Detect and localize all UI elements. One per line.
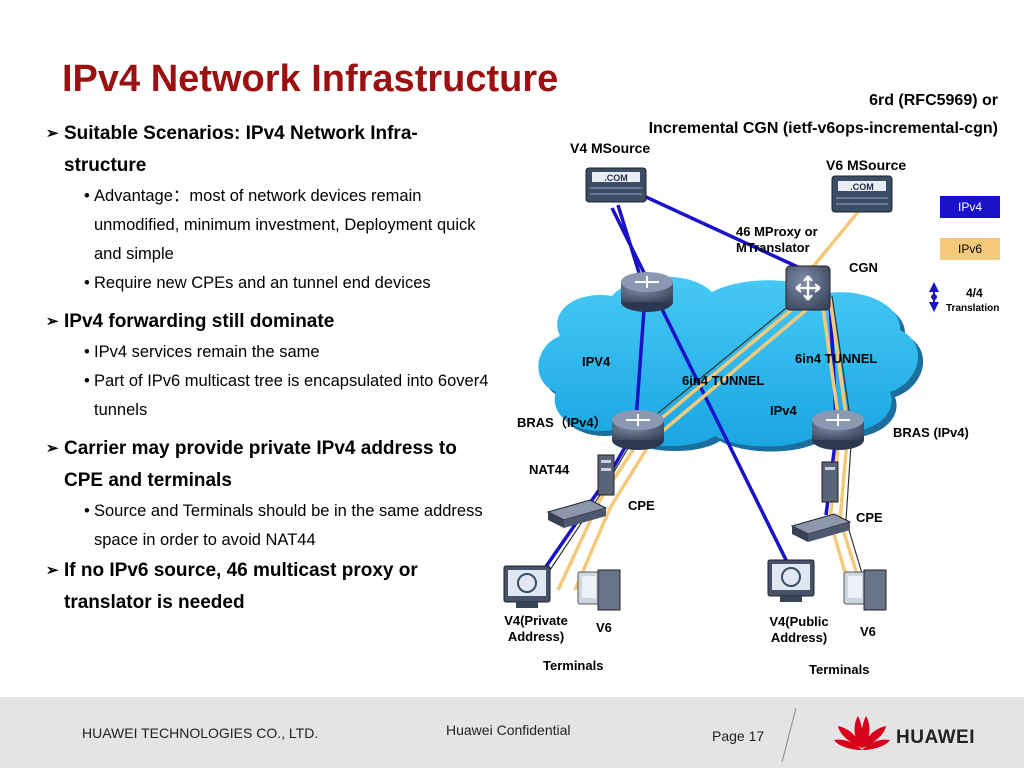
cpe-right-label: CPE [856, 510, 883, 525]
bras-router-left [612, 410, 664, 450]
ipv4-links [543, 190, 838, 569]
tunnel-lines [549, 295, 865, 581]
footer-divider [781, 707, 797, 763]
bullet-4-text: If no IPv6 source, 46 multicast proxy or… [64, 560, 418, 613]
proxy-label-line-1: 46 MProxy or [736, 224, 818, 239]
v4-public-label: V4(Public Address) [762, 614, 836, 646]
v4-msource-server: .COM [585, 167, 647, 203]
terminal-v6-left-pc [577, 569, 621, 611]
bras-left-label: BRAS（IPv4） [517, 415, 607, 430]
v4-com-label: .COM [604, 173, 628, 183]
bullet-1: ➢ Suitable Scenarios: IPv4 Network Infra-… [46, 118, 496, 182]
v4-msource-label: V4 MSource [570, 140, 651, 156]
cpe-left-label: CPE [628, 498, 655, 513]
nat44-device [597, 454, 615, 496]
ipv4-cloud-label: IPV4 [582, 354, 611, 369]
scenario-note: 6rd (RFC5969) or Incremental CGN (ietf-v… [649, 87, 998, 143]
tunnel-outline-right [831, 295, 865, 581]
terminal-v4-private [503, 565, 551, 608]
network-diagram: .COM .COM [503, 167, 939, 611]
ipv4-center-label: IPv4 [770, 403, 797, 418]
sub-bullet-1-1-text: Advantage：most of network devices remain… [94, 187, 476, 263]
cgn-router [785, 265, 831, 311]
tunnel-right-label: 6in4 TUNNEL [795, 351, 878, 366]
bras-router-right [812, 410, 864, 450]
dot-bullet-icon: • [84, 372, 90, 390]
bullet-3-text: Carrier may provide private IPv4 address… [64, 438, 457, 491]
sub-bullet-3-1-text: Source and Terminals should be in the sa… [94, 502, 483, 549]
bullet-1-text: Suitable Scenarios: IPv4 Network Infra-s… [64, 123, 418, 176]
v4-private-label: V4(Private Address) [496, 613, 576, 645]
note-line-2: Incremental CGN (ietf-v6ops-incremental-… [648, 120, 998, 137]
v6-right-label: V6 [860, 624, 876, 639]
note-line-1: 6rd (RFC5969) or [869, 92, 998, 109]
v4-public-line-1: V4(Public [769, 614, 829, 629]
sub-bullet-2-1: •IPv4 services remain the same [46, 338, 496, 367]
proxy-label-line-2: MTranslator [736, 240, 810, 255]
slide-title: IPv4 Network Infrastructure [62, 58, 559, 100]
bullet-list: ➢ Suitable Scenarios: IPv4 Network Infra-… [46, 118, 496, 619]
arrow-bullet-icon: ➢ [46, 440, 59, 457]
sub-bullet-2-2: •Part of IPv6 multicast tree is encapsul… [46, 367, 496, 425]
cpe-right [790, 513, 852, 542]
nat44-label: NAT44 [529, 462, 570, 477]
ipv6-link-source-to-cgn [810, 210, 860, 270]
arrow-bullet-icon: ➢ [46, 125, 59, 142]
huawei-logo-text: HUAWEI [896, 727, 975, 748]
sub-bullet-1-2-text: Require new CPEs and an tunnel end devic… [94, 274, 431, 292]
cgn-label: CGN [849, 260, 878, 275]
footer-page: Page 17 [712, 728, 765, 744]
terminals-left-label: Terminals [543, 658, 604, 673]
v6-left-label: V6 [596, 620, 612, 635]
v6-msource-label: V6 MSource [826, 157, 907, 173]
v6-com-label: .COM [850, 182, 874, 192]
arrow-bullet-icon: ➢ [46, 313, 59, 330]
bullet-4: ➢ If no IPv6 source, 46 multicast proxy o… [46, 555, 496, 619]
dot-bullet-icon: • [84, 502, 90, 520]
terminal-v4-public [767, 559, 815, 602]
core-router [621, 272, 673, 312]
bullet-3: ➢ Carrier may provide private IPv4 addres… [46, 433, 496, 497]
footer-confidential: Huawei Confidential [446, 722, 571, 738]
dot-bullet-icon: • [84, 187, 90, 205]
sub-bullet-3-1: •Source and Terminals should be in the s… [46, 497, 496, 555]
bullet-2-text: IPv4 forwarding still dominate [64, 311, 335, 332]
bullet-2: ➢ IPv4 forwarding still dominate [46, 306, 496, 338]
translation-label: Translation [946, 303, 1000, 314]
huawei-logo-icon [834, 716, 890, 750]
translation-icon [929, 282, 939, 312]
v4-public-line-2: Address) [770, 630, 828, 645]
bras-right-label: BRAS (IPv4) [893, 425, 969, 440]
dot-bullet-icon: • [84, 274, 90, 292]
dot-bullet-icon: • [84, 343, 90, 361]
translation-ratio: 4/4 [966, 286, 983, 300]
terminal-v6-right-pc [843, 569, 887, 611]
sub-bullet-1-2: •Require new CPEs and an tunnel end devi… [46, 269, 496, 298]
sub-bullet-1-1: •Advantage：most of network devices remai… [46, 182, 496, 269]
footer-bar [0, 697, 1024, 768]
nat44-device-right [821, 461, 839, 503]
ipv4-link-source-to-right-terminal [610, 207, 792, 569]
ipv4-link-source-to-cgn [634, 190, 801, 270]
v6-msource-server: .COM [831, 175, 893, 213]
ipv6-tunnel-right-2 [828, 297, 864, 591]
proxy-label: 46 MProxy or MTranslator [736, 224, 818, 256]
tunnel-outline-left [549, 299, 797, 571]
sub-bullet-2-1-text: IPv4 services remain the same [94, 343, 320, 361]
ipv6-tunnel-left-1 [556, 294, 810, 591]
ipv4-link-router-to-bras [634, 295, 647, 421]
legend-ipv6: IPv6 [940, 238, 1000, 260]
tunnel-left-label: 6in4 TUNNEL [682, 373, 765, 388]
v4-private-line-2: Address) [507, 629, 565, 644]
arrow-bullet-icon: ➢ [46, 562, 59, 579]
legend-ipv4: IPv4 [940, 196, 1000, 218]
cpe-left [546, 499, 608, 528]
sub-bullet-2-2-text: Part of IPv6 multicast tree is encapsula… [94, 372, 489, 419]
footer-company: HUAWEI TECHNOLOGIES CO., LTD. [82, 725, 319, 741]
terminals-right-label: Terminals [809, 662, 870, 677]
v4-private-line-1: V4(Private [504, 613, 568, 628]
ipv6-tunnel-left-2 [573, 298, 820, 591]
